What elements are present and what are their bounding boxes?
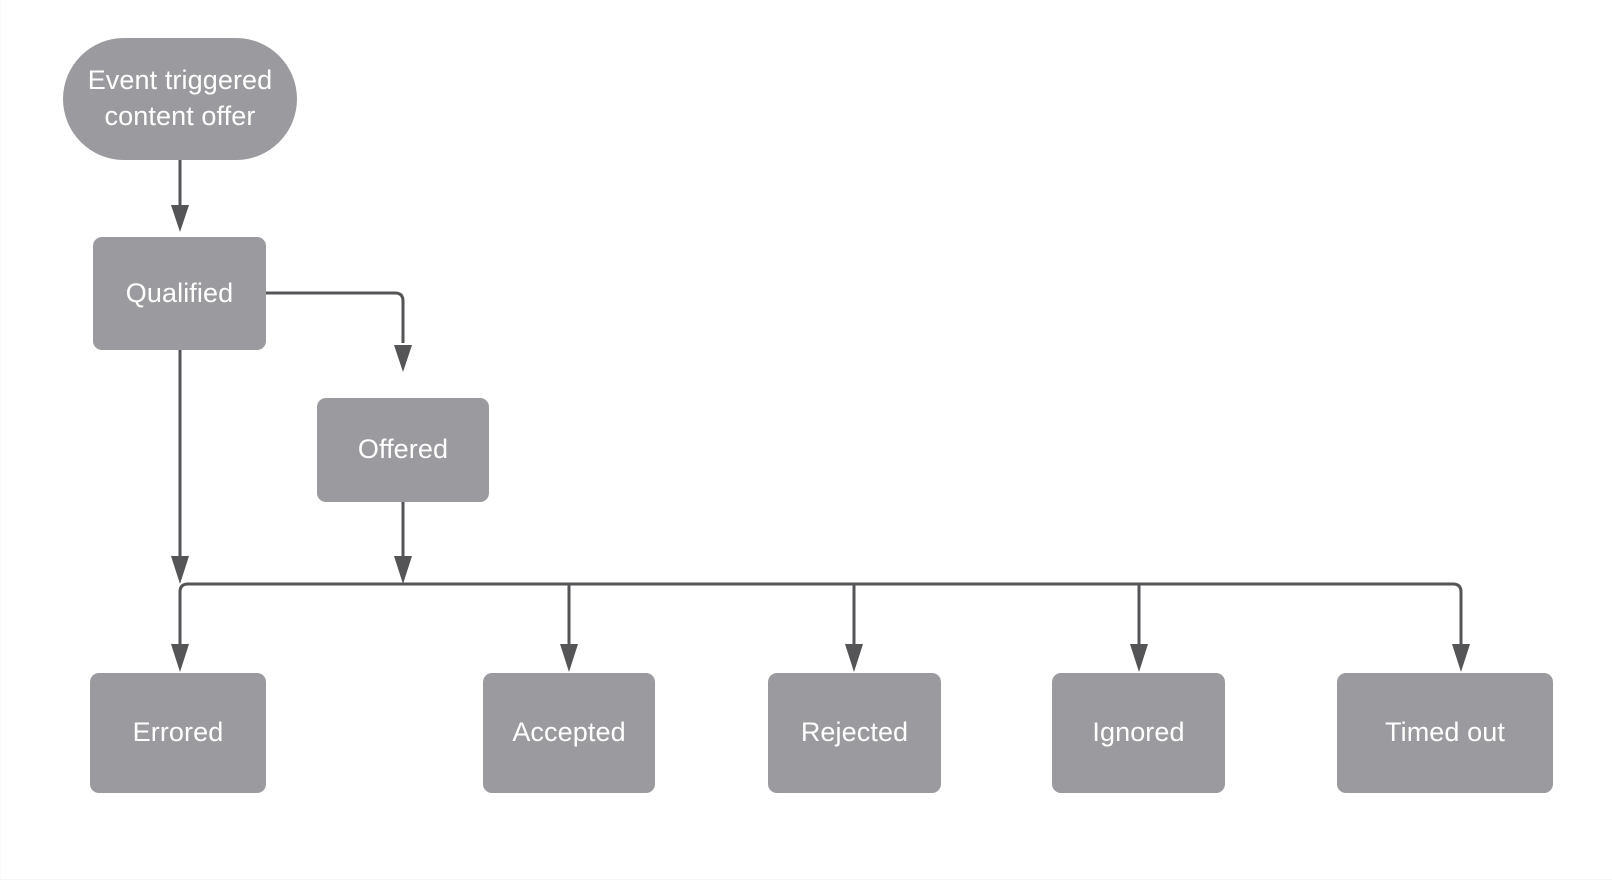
- edge-start-to-qualified: [171, 160, 189, 232]
- node-label: Rejected: [800, 717, 909, 748]
- node-label: Accepted: [512, 717, 626, 748]
- node-ignored[interactable]: Ignored: [1052, 673, 1225, 793]
- node-errored[interactable]: Errored: [90, 673, 266, 793]
- edge-bus-to-rejected: [845, 584, 863, 672]
- edge-bus-to-accepted: [560, 584, 578, 672]
- edge-qualified-to-offered: [266, 291, 412, 372]
- node-event-triggered-content-offer[interactable]: Event triggered content offer: [63, 38, 297, 160]
- node-label: Qualified: [125, 277, 234, 308]
- node-offered[interactable]: Offered: [317, 398, 489, 502]
- edge-bus-to-timed-out: [1452, 592, 1470, 672]
- edge-offered-to-bus: [394, 502, 412, 584]
- node-label: Offered: [357, 434, 449, 465]
- edge-bus-to-errored: [171, 592, 189, 672]
- node-accepted[interactable]: Accepted: [483, 673, 655, 793]
- node-label: Ignored: [1092, 717, 1185, 748]
- edge-qualified-to-bus: [171, 350, 189, 584]
- node-rejected[interactable]: Rejected: [768, 673, 941, 793]
- edge-bus-to-ignored: [1130, 584, 1148, 672]
- node-timed-out[interactable]: Timed out: [1337, 673, 1553, 793]
- node-label: Errored: [132, 717, 224, 748]
- node-label: Event triggered content offer: [87, 65, 273, 131]
- node-qualified[interactable]: Qualified: [93, 237, 266, 350]
- node-label: Timed out: [1385, 717, 1505, 748]
- edge-outcome-bus: [178, 582, 1463, 593]
